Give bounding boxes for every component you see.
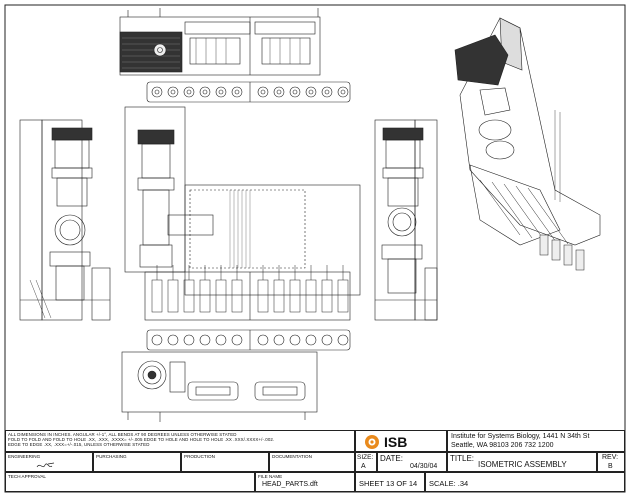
documentation-label: DOCUMENTATION — [272, 454, 312, 459]
rev-label: REV: — [602, 454, 619, 461]
tolerance-notes: ALL DIMENSIONS IN INCHES. ANGULAR +/-1°,… — [5, 430, 355, 452]
tech-approval-label: TECH APPROVAL — [8, 474, 46, 479]
logo-cell: ISB — [355, 430, 447, 452]
date-label: DATE: — [380, 454, 403, 463]
isb-logo-text: ISB — [384, 434, 408, 450]
note-line-3: EDGE TO EDGE .XX, .XXX=+/-.015, UNLESS O… — [8, 442, 150, 448]
sheet-value: SHEET 13 OF 14 — [359, 479, 418, 488]
title-block: ALL DIMENSIONS IN INCHES. ANGULAR +/-1°,… — [5, 430, 625, 492]
hole-strip-bottom — [146, 329, 351, 351]
institute-cell: Institute for Systems Biology, 1441 N 34… — [447, 430, 625, 452]
isometric-view — [454, 17, 601, 271]
left-side-view — [19, 119, 111, 321]
top-view — [119, 8, 351, 103]
signature — [36, 462, 55, 468]
scale-value: SCALE: .34 — [429, 479, 469, 488]
size-label: SIZE: — [357, 454, 374, 461]
size-cell: SIZE: A — [355, 452, 377, 472]
front-view — [124, 106, 361, 321]
isb-logo-icon — [365, 435, 379, 449]
rev-cell: REV: B — [597, 452, 625, 472]
purchasing-label: PURCHASING — [96, 454, 127, 459]
rev-value: B — [608, 463, 613, 470]
date-cell: DATE: 04/30/04 — [377, 452, 447, 472]
file-name-value: HEAD_PARTS.dft — [262, 481, 318, 488]
tube-rack — [144, 271, 351, 321]
institute-line-2: Seattle, WA 98103 206 732 1200 — [451, 442, 554, 449]
hole-strip-top — [146, 81, 351, 103]
tech-approval-cell: TECH APPROVAL — [5, 472, 255, 492]
title-cell: TITLE: ISOMETRIC ASSEMBLY — [447, 452, 597, 472]
documentation-cell: DOCUMENTATION — [269, 452, 355, 472]
connector-right — [254, 381, 306, 401]
file-name-cell: FILE NAME HEAD_PARTS.dft — [255, 472, 355, 492]
production-cell: PRODUCTION — [181, 452, 269, 472]
heatsink-block — [119, 31, 183, 73]
size-value: A — [361, 463, 366, 470]
date-value: 04/30/04 — [410, 463, 438, 470]
purchasing-cell: PURCHASING — [93, 452, 181, 472]
sheet-cell: SHEET 13 OF 14 — [355, 472, 425, 492]
note-line-1: ALL DIMENSIONS IN INCHES. ANGULAR +/-1°,… — [8, 432, 237, 437]
institute-line-1: Institute for Systems Biology, 1441 N 34… — [451, 433, 590, 440]
engineering-label: ENGINEERING — [8, 454, 41, 459]
title-label: TITLE: — [450, 454, 475, 463]
production-label: PRODUCTION — [184, 454, 215, 459]
drawing-border — [4, 4, 626, 493]
holes — [151, 86, 349, 98]
note-line-2: FOLD TO FOLD AND FOLD TO HOLE .XX, .XXX,… — [8, 437, 275, 443]
bottom-view — [121, 329, 351, 422]
title-value: ISOMETRIC ASSEMBLY — [478, 460, 567, 469]
file-name-label: FILE NAME — [258, 474, 283, 479]
connector-left — [187, 381, 239, 401]
engineering-cell: ENGINEERING — [5, 452, 93, 472]
scale-cell: SCALE: .34 — [425, 472, 625, 492]
right-side-view — [374, 119, 438, 321]
